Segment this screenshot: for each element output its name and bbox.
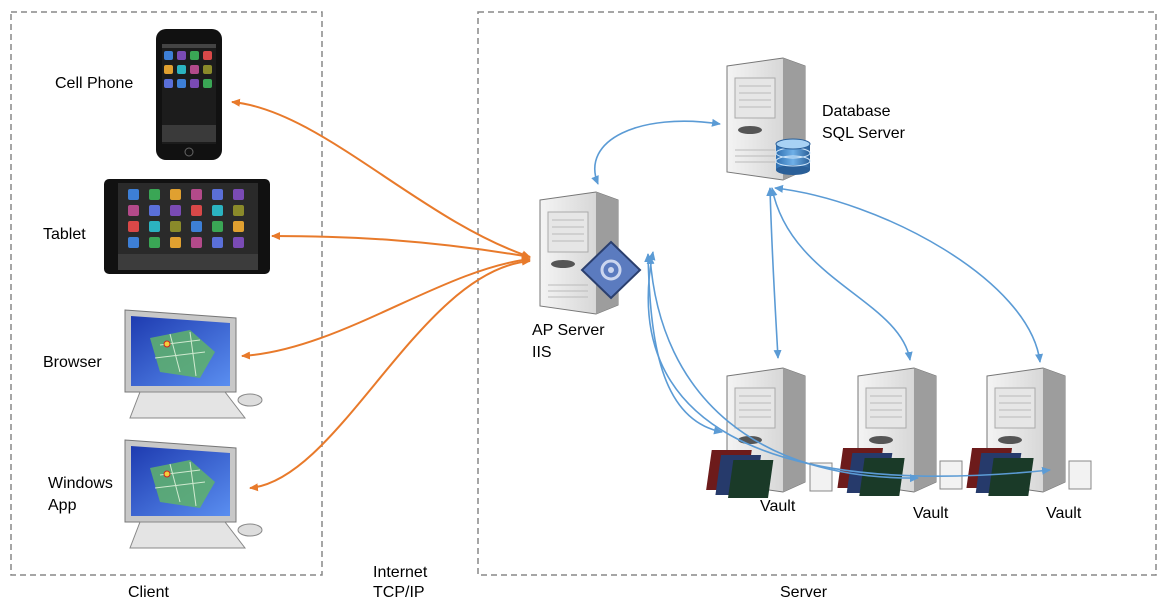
ap-server-label: AP Server IIS: [532, 320, 605, 364]
ap-server-icon: [539, 191, 642, 315]
app-tile-icon: [233, 189, 244, 200]
app-tile-icon: [164, 79, 173, 88]
app-tile-icon: [170, 237, 181, 248]
app-tile-icon: [233, 205, 244, 216]
app-tile-icon: [212, 205, 223, 216]
app-tile-icon: [190, 79, 199, 88]
app-tile-icon: [177, 65, 186, 74]
link-cell-phone: [231, 98, 531, 259]
link-tablet: [271, 232, 531, 260]
app-tile-icon: [212, 189, 223, 200]
app-tile-icon: [128, 205, 139, 216]
vault-label-3: Vault: [1046, 505, 1082, 522]
ap-server-label-line2: IIS: [532, 344, 552, 361]
app-tile-icon: [212, 221, 223, 232]
app-tile-icon: [170, 221, 181, 232]
database-label-line2: SQL Server: [822, 125, 905, 142]
network-label-line1: Internet: [373, 564, 428, 581]
database-label-line1: Database: [822, 103, 891, 120]
windows-app-label-line1: Windows: [48, 475, 113, 492]
app-tile-icon: [128, 189, 139, 200]
client-links: [231, 98, 531, 492]
database-cylinder-icon: [775, 138, 811, 175]
link-windows-app: [249, 257, 531, 492]
app-tile-icon: [233, 237, 244, 248]
app-tile-icon: [149, 237, 160, 248]
server-links: [591, 118, 1051, 483]
windows-app-label-line2: App: [48, 497, 77, 514]
browser-label: Browser: [43, 354, 102, 371]
network-label-line2: TCP/IP: [373, 584, 425, 601]
cell-phone-label: Cell Phone: [55, 75, 134, 92]
app-tile-icon: [203, 51, 212, 60]
server-label: Server: [780, 584, 828, 601]
database-label: Database SQL Server: [822, 101, 905, 145]
app-tile-icon: [212, 237, 223, 248]
app-tile-icon: [190, 51, 199, 60]
vault-server-3-icon: [966, 367, 1092, 496]
app-tile-icon: [149, 221, 160, 232]
windows-app-label: Windows App: [48, 473, 113, 517]
link-db-vault3: [774, 184, 1043, 363]
link-ap-vault3: [647, 251, 1051, 477]
tablet-label: Tablet: [43, 226, 86, 243]
app-tile-icon: [191, 221, 202, 232]
browser-computer-icon: [124, 309, 263, 419]
app-tile-icon: [191, 189, 202, 200]
ap-server-label-line1: AP Server: [532, 322, 605, 339]
vault-label-2: Vault: [913, 505, 949, 522]
app-tile-icon: [191, 205, 202, 216]
app-tile-icon: [233, 221, 244, 232]
windows-app-computer-icon: [124, 439, 263, 549]
app-tile-icon: [177, 51, 186, 60]
app-tile-icon: [170, 205, 181, 216]
gear-icon: [580, 240, 642, 300]
tablet-icon: [104, 179, 270, 274]
app-tile-icon: [170, 189, 181, 200]
app-tile-icon: [164, 51, 173, 60]
app-tile-icon: [128, 237, 139, 248]
app-tile-icon: [128, 221, 139, 232]
link-db-vault1: [766, 187, 782, 359]
network-label: Internet TCP/IP: [373, 563, 427, 603]
client-label: Client: [128, 584, 169, 601]
vault-label-1: Vault: [760, 498, 796, 515]
app-tile-icon: [203, 65, 212, 74]
app-tile-icon: [149, 205, 160, 216]
app-tile-icon: [164, 65, 173, 74]
link-db-vault2: [769, 187, 913, 361]
database-server-icon: [726, 57, 811, 181]
app-tile-icon: [149, 189, 160, 200]
cell-phone-icon: [156, 29, 222, 160]
app-tile-icon: [191, 237, 202, 248]
link-ap-database: [591, 118, 721, 185]
app-tile-icon: [203, 79, 212, 88]
app-tile-icon: [190, 65, 199, 74]
app-tile-icon: [177, 79, 186, 88]
link-browser: [241, 256, 531, 360]
